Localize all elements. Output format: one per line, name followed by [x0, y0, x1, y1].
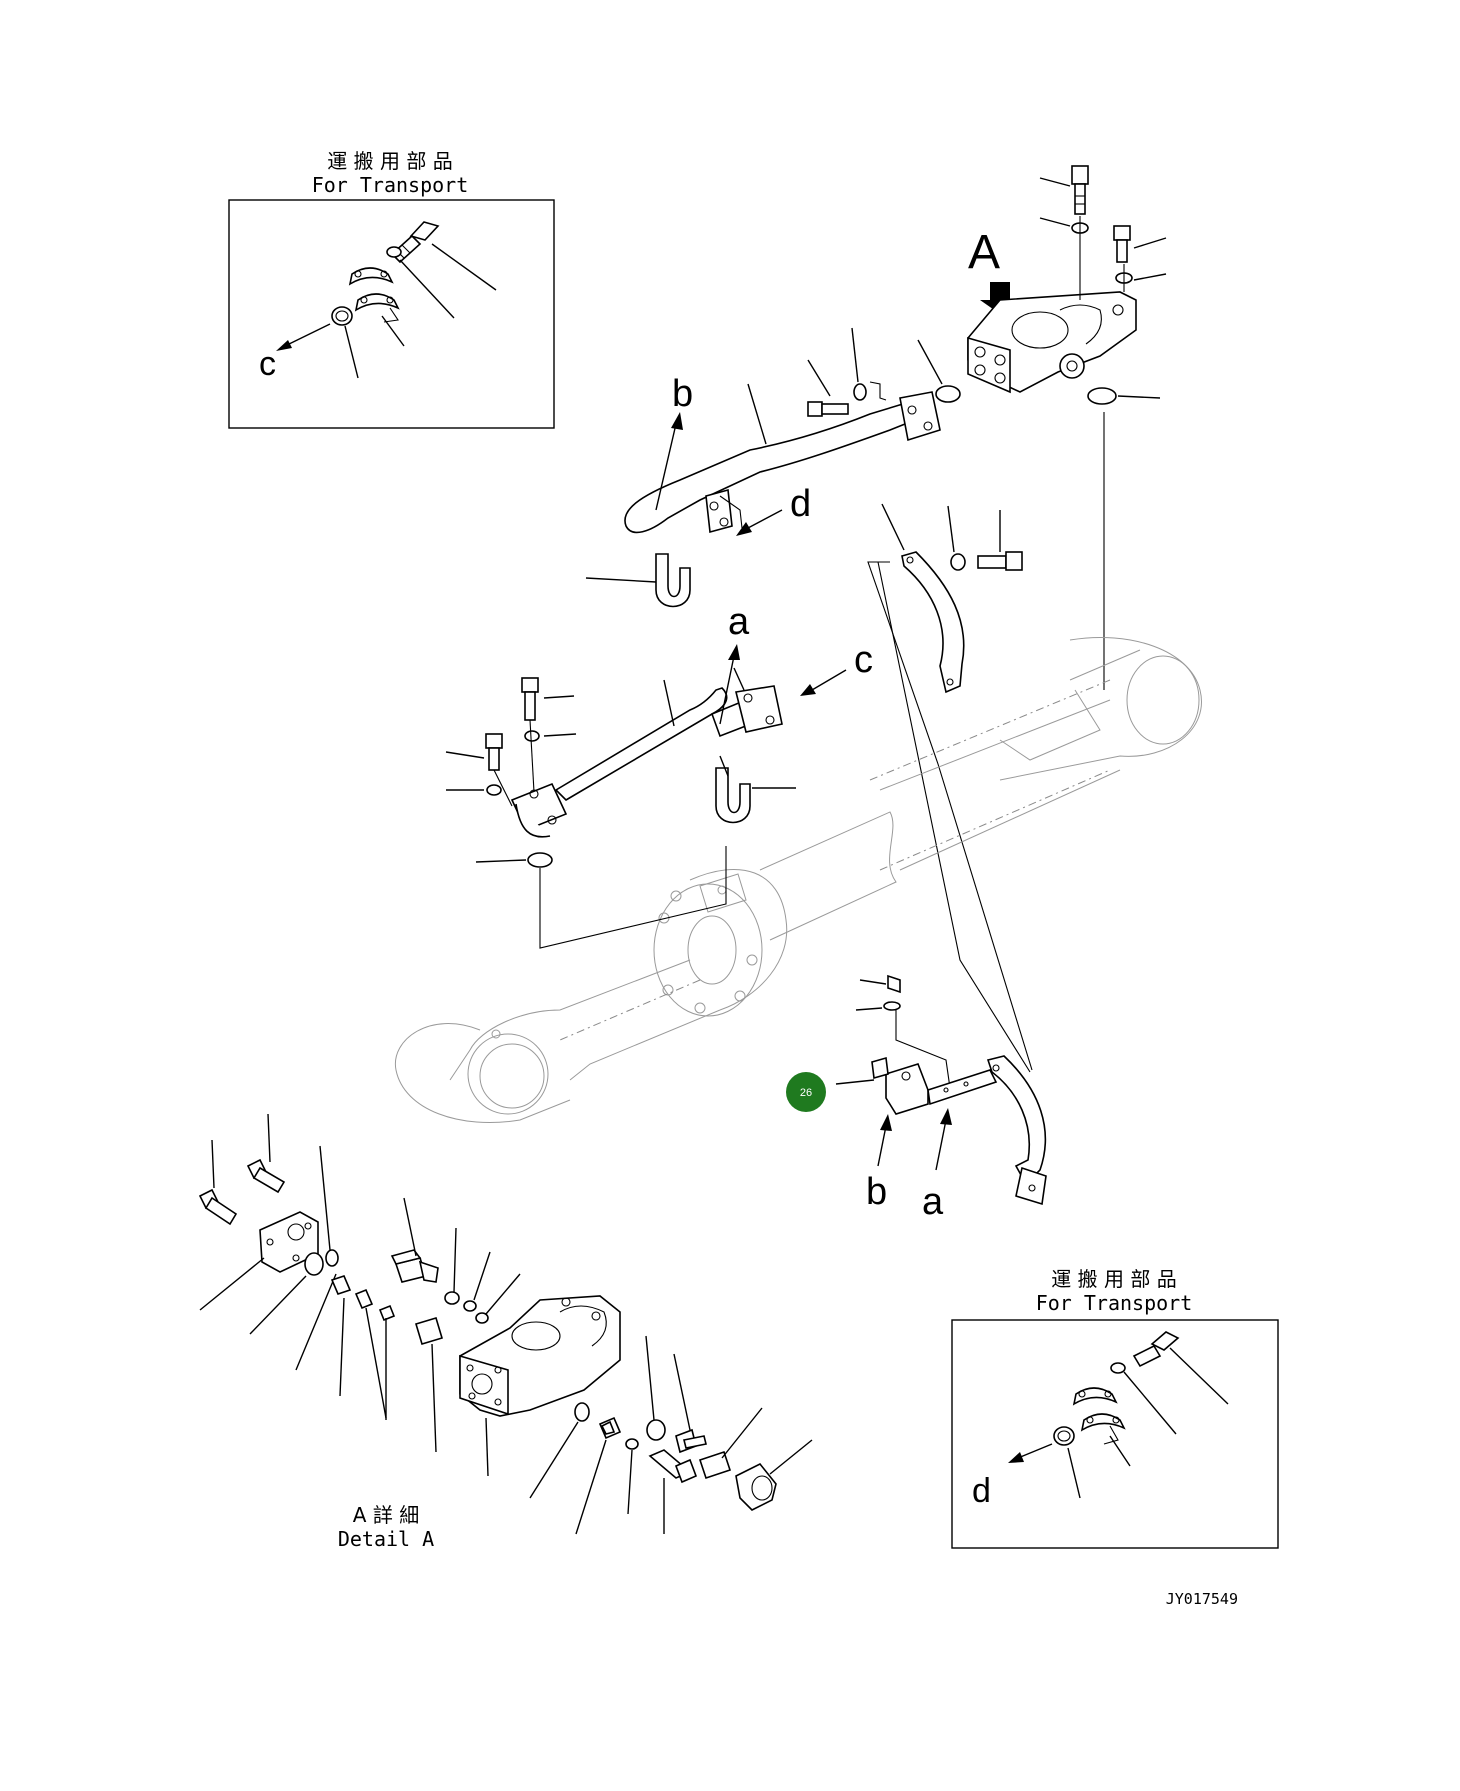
adjust-screw-icon: [648, 1449, 698, 1484]
arrow-b-top: [655, 423, 677, 511]
nut-icon: [887, 974, 901, 994]
arrow-d: [747, 509, 783, 529]
bolt-icon: [198, 1188, 238, 1226]
letter-a-bottom: a: [922, 1181, 944, 1223]
letter-c-mid: c: [854, 639, 873, 681]
pin-icon: [378, 1304, 396, 1322]
detail-title-en: Detail A: [338, 1527, 434, 1551]
o-ring-icon: [325, 1249, 339, 1267]
washer-icon: [625, 1438, 639, 1450]
callout-badge[interactable]: [786, 1072, 826, 1112]
letter-b-bottom: b: [866, 1171, 887, 1213]
washer-icon: [524, 730, 540, 742]
cap-plug-icon: [735, 1462, 777, 1511]
tube-upper: [624, 391, 941, 608]
detail-title-jp: A 詳 細: [353, 1503, 419, 1527]
detail-valve-body: [459, 1295, 621, 1417]
bolt-top-2: [1113, 225, 1131, 263]
detail-label-A: A: [968, 226, 1000, 279]
o-ring-icon: [304, 1252, 324, 1276]
o-ring-icon: [527, 852, 553, 868]
valve-block: [967, 291, 1137, 394]
tube-middle: [510, 685, 783, 838]
detail-a-view: A 詳 細 Detail A: [198, 1113, 813, 1551]
washer-icon: [950, 553, 966, 571]
washer-icon: [883, 1001, 901, 1011]
bracket-lower: [871, 1055, 1047, 1206]
spring-icon: [698, 1450, 732, 1480]
transport-title-jp: 運 搬 用 部 品: [1051, 1267, 1176, 1291]
bolt-mid-2: [485, 733, 503, 771]
transport-frame: [228, 199, 555, 429]
transport-title-en: For Transport: [1036, 1291, 1193, 1315]
spring-icon: [330, 1275, 352, 1295]
letter-d-top: d: [790, 483, 811, 525]
o-ring-icon: [935, 385, 961, 403]
valve-spool-icon: [415, 1317, 443, 1345]
drawing-id: JY017549: [1166, 1590, 1238, 1608]
arrow-c-mid: [811, 669, 847, 691]
o-ring-icon: [646, 1419, 666, 1441]
transport-box-top-left: 運 搬 用 部 品 For Transport c: [228, 149, 555, 429]
bolt-icon: [246, 1158, 286, 1194]
hydraulic-cylinder: [394, 636, 1202, 1124]
o-ring-icon: [1053, 1426, 1075, 1446]
washer-icon: [486, 784, 502, 796]
o-ring-icon: [574, 1402, 590, 1422]
callout-26[interactable]: 26: [786, 1072, 826, 1112]
poppet-icon: [675, 1428, 707, 1454]
washer-icon: [1110, 1362, 1126, 1374]
washer-icon: [386, 246, 402, 258]
bolt-top-1: [1071, 165, 1089, 215]
bolt-tube-upper: [807, 401, 849, 417]
o-ring-icon: [475, 1312, 489, 1324]
arrow-c: [284, 323, 331, 347]
letter-a-mid: a: [728, 601, 750, 643]
washer-icon: [853, 383, 867, 401]
arrow-a-mid: [719, 655, 735, 725]
o-ring-icon: [444, 1291, 460, 1305]
arrow-b-bottom: [877, 1125, 887, 1167]
callout-number[interactable]: 26: [800, 1087, 812, 1099]
bolt-mid-1: [521, 677, 539, 721]
transport-title-en: For Transport: [312, 173, 469, 197]
letter-b-top: b: [672, 373, 693, 415]
arrow-d-box: [1017, 1443, 1053, 1459]
nut-icon: [598, 1416, 622, 1440]
bolt-clamp-upper: [977, 551, 1023, 571]
o-ring-icon: [331, 306, 353, 326]
arrow-a-bottom: [935, 1119, 947, 1171]
letter-c-box: c: [259, 345, 276, 383]
pressure-switch-icon: [390, 1249, 439, 1283]
bolt-icon: [1132, 1331, 1180, 1368]
o-ring-icon: [463, 1300, 477, 1312]
plug-icon: [354, 1288, 374, 1310]
letter-d-box: d: [972, 1472, 991, 1510]
split-flange-icon: [1072, 1387, 1126, 1432]
transport-frame: [951, 1319, 1279, 1549]
transport-box-bottom-right: 運 搬 用 部 品 For Transport d: [951, 1267, 1279, 1549]
clamp-upper: [901, 551, 965, 694]
transport-title-jp: 運 搬 用 部 品: [327, 149, 452, 173]
o-ring-icon: [1087, 387, 1117, 405]
split-flange-icon: [348, 267, 400, 312]
